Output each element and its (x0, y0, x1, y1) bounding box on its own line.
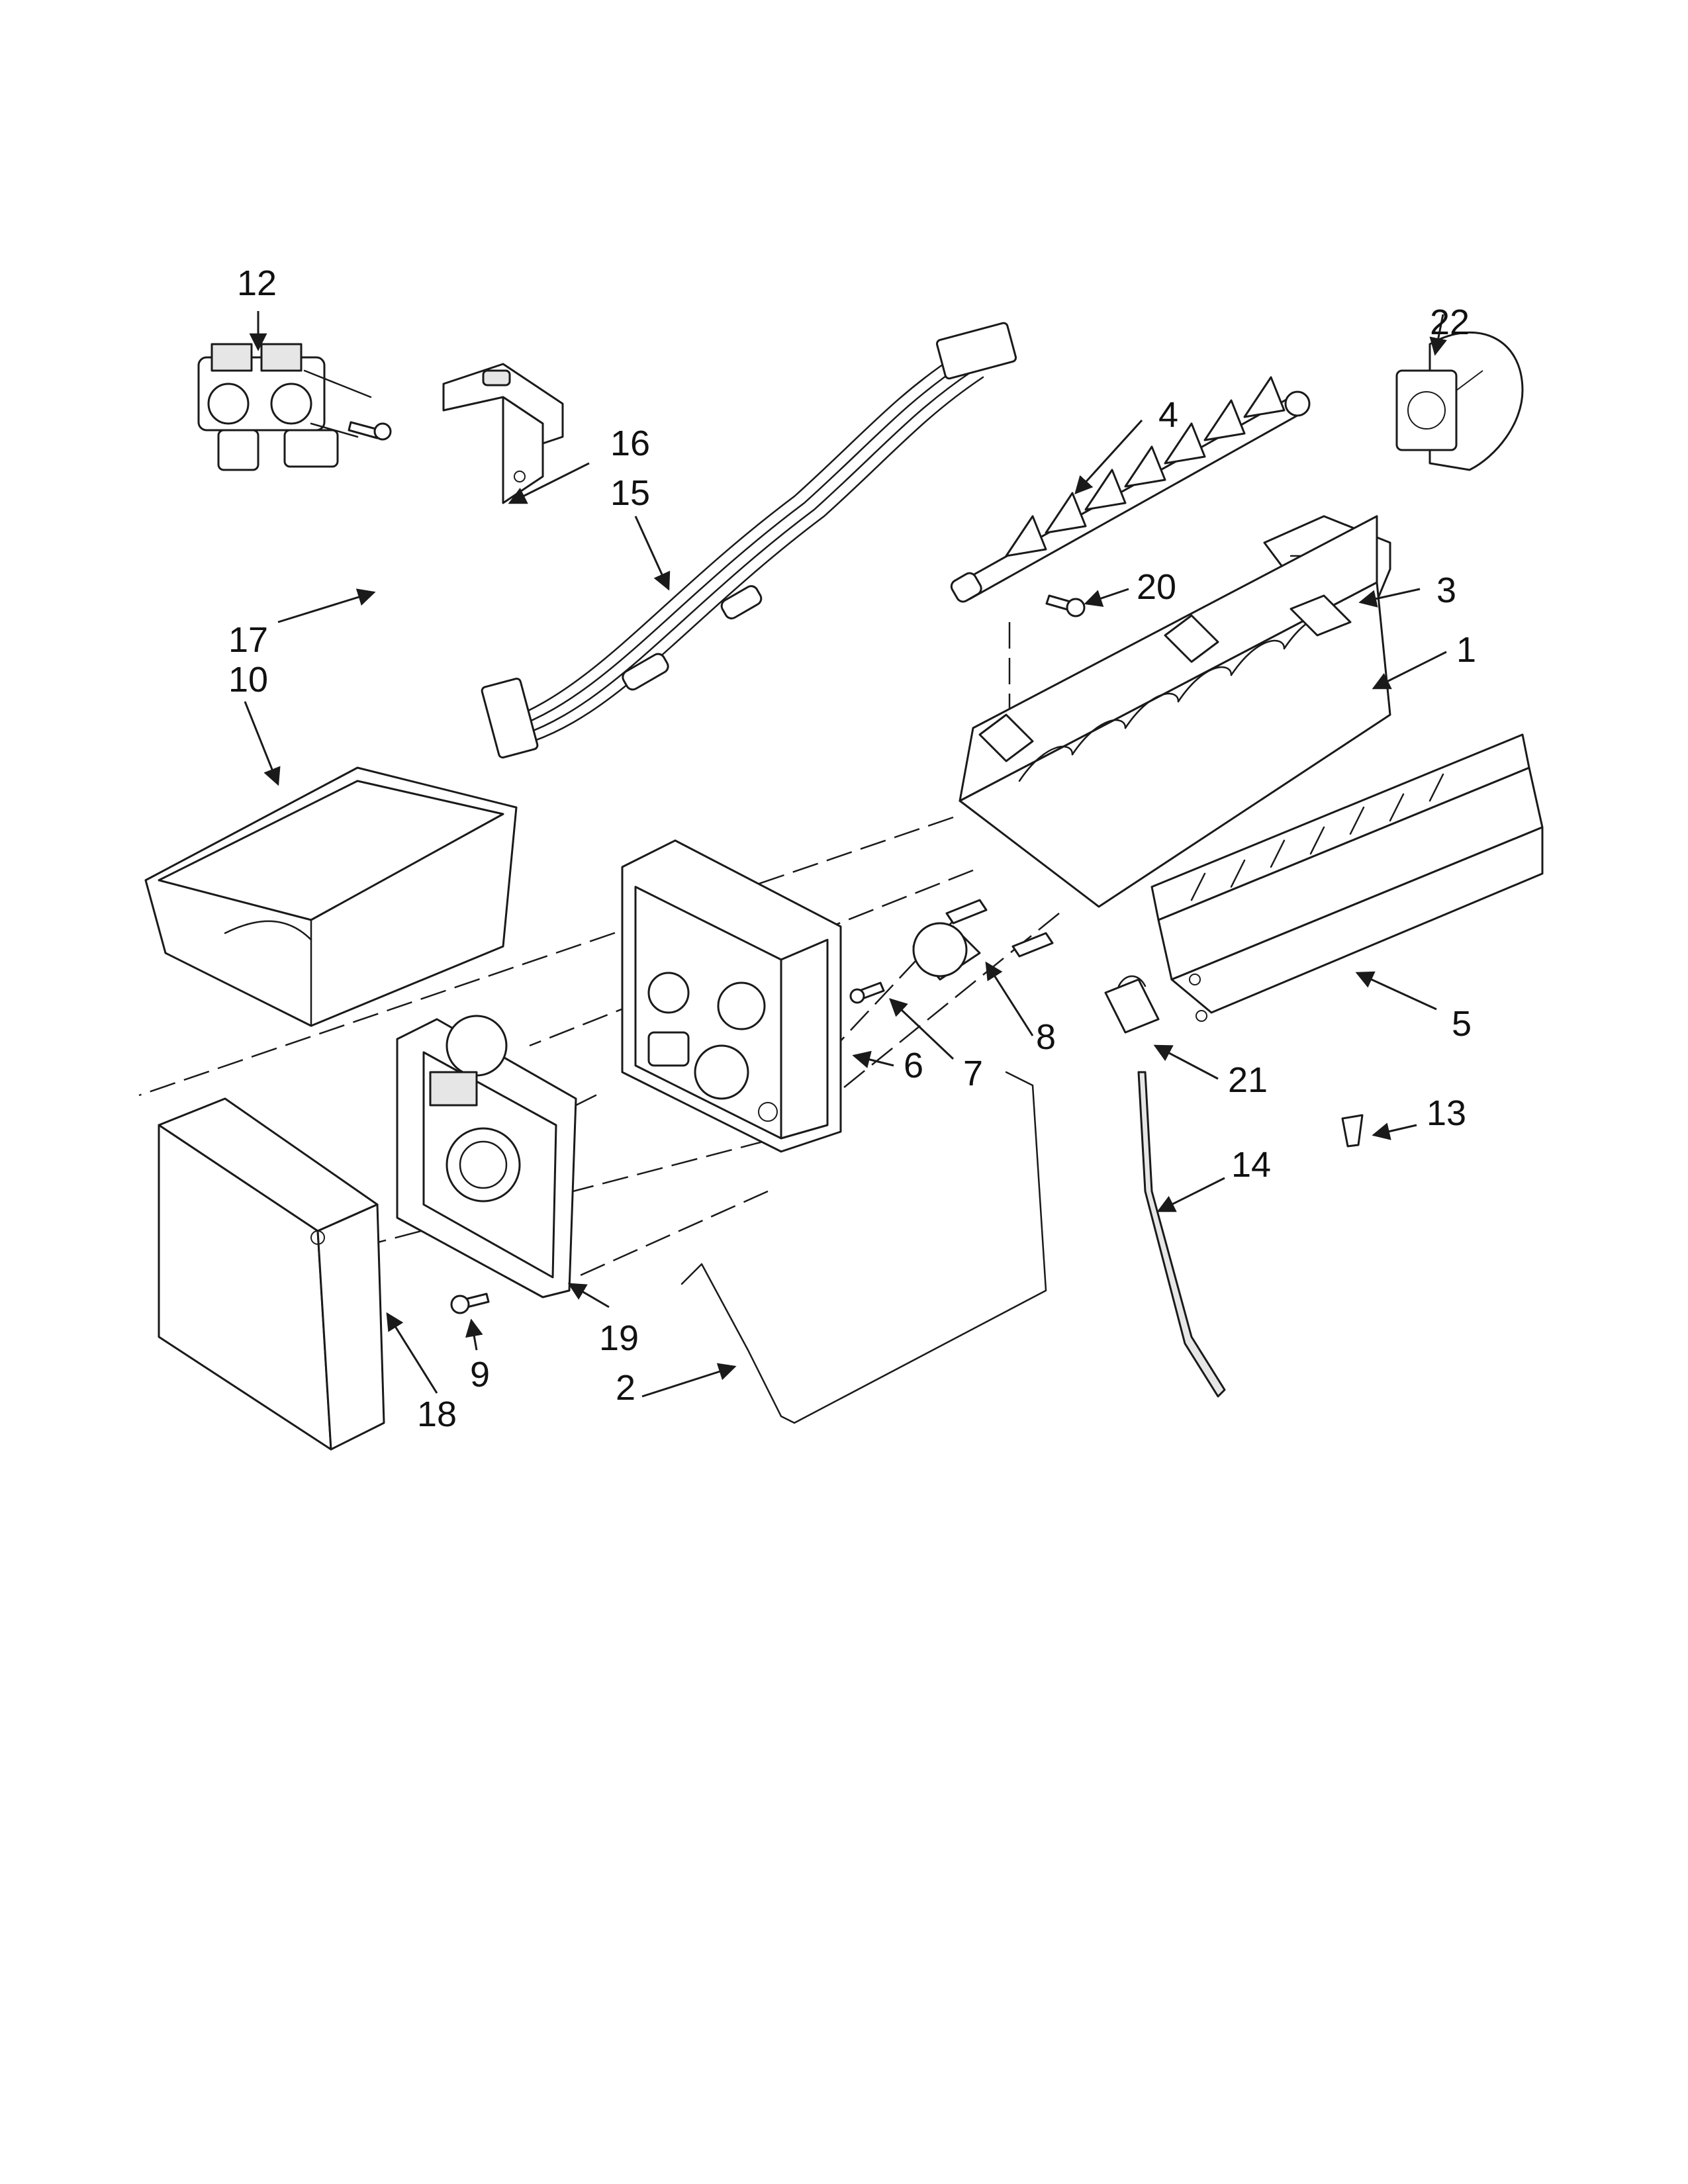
ice-bin (144, 766, 518, 1027)
callout-6: 6 (904, 1046, 923, 1085)
callout-8: 8 (1036, 1017, 1056, 1057)
callout-21: 21 (1228, 1060, 1268, 1100)
callout-16: 16 (610, 424, 650, 463)
thermostat (912, 899, 1054, 981)
callout-1: 1 (1456, 630, 1476, 670)
callout-2: 2 (616, 1368, 635, 1408)
front-cover (158, 1097, 385, 1451)
shutoff-arm (680, 1071, 1047, 1424)
callout-19: 19 (599, 1318, 639, 1358)
leader-lines (244, 311, 1448, 1398)
valve-screw (348, 421, 392, 441)
callout-7: 7 (963, 1054, 983, 1093)
wire-harness-bracket (442, 363, 564, 504)
callout-22: 22 (1430, 302, 1470, 342)
water-valve (197, 343, 372, 471)
callout-3: 3 (1436, 570, 1456, 610)
ice-mold (959, 515, 1391, 908)
callout-13: 13 (1427, 1093, 1466, 1133)
wire-harness (481, 322, 1017, 759)
control-housing (621, 839, 842, 1153)
module-screw (450, 1293, 490, 1314)
callout-9: 9 (470, 1355, 490, 1394)
callout-15: 15 (610, 473, 650, 513)
control-module (396, 1015, 597, 1298)
callout-12: 12 (237, 263, 277, 303)
ejector (950, 376, 1311, 603)
ejector-cover (1395, 331, 1524, 471)
shutoff-arm-pin (849, 981, 885, 1004)
stripper (1150, 733, 1544, 1022)
callout-14: 14 (1231, 1145, 1271, 1185)
callout-5: 5 (1452, 1004, 1472, 1044)
plug (1341, 1114, 1364, 1148)
fill-tube (1137, 1071, 1226, 1398)
callout-17: 17 (228, 620, 268, 660)
callout-labels: 12 16 15 17 10 4 22 3 20 1 5 8 7 6 21 13… (228, 263, 1476, 1434)
tube-clip (1104, 975, 1160, 1034)
mold-screw (1045, 594, 1086, 617)
callout-10: 10 (228, 660, 268, 700)
callout-20: 20 (1137, 567, 1176, 607)
callout-18: 18 (417, 1394, 457, 1434)
callout-4: 4 (1158, 395, 1178, 435)
